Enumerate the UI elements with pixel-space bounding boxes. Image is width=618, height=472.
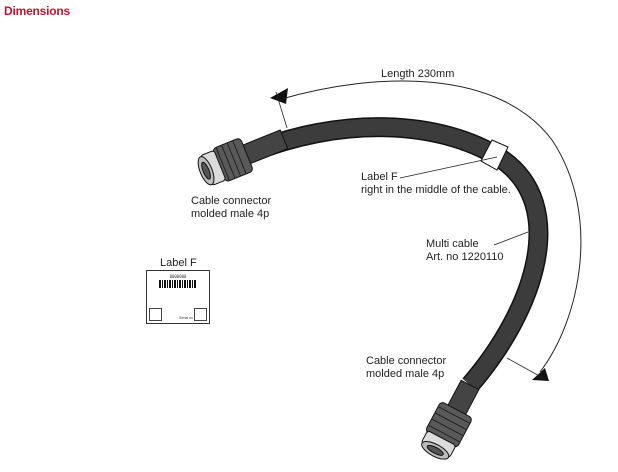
multi-cable-line1: Multi cable <box>426 238 479 250</box>
dimension-extension-bottom <box>506 357 544 379</box>
dimension-arrow-start <box>270 88 288 104</box>
label-f-note-line1: Label F <box>361 171 398 183</box>
dimension-extension-top <box>275 91 288 129</box>
top-connector-label: Cable connector molded male 4p <box>191 195 271 221</box>
length-dimension-arc <box>277 80 582 373</box>
page-heading: Dimensions <box>4 4 71 18</box>
label-f-card: 0000000 Serial no <box>146 270 210 324</box>
barcode-icon <box>159 280 197 288</box>
label-f-band <box>480 139 509 171</box>
label-card-serial: Serial no <box>179 316 193 320</box>
multi-cable-line2: Art. no 1220110 <box>426 251 504 263</box>
card-box-right <box>194 308 207 321</box>
label-f-leader <box>399 156 498 179</box>
bottom-connector <box>421 379 480 460</box>
label-card-title: Label F <box>160 257 197 269</box>
label-f-note: Label F right in the middle of the cable… <box>361 171 511 197</box>
bottom-connector-line1: Cable connector <box>366 355 447 367</box>
card-box-left <box>149 308 162 321</box>
length-label: Length 230mm <box>381 68 455 80</box>
bottom-connector-line2: molded male 4p <box>366 368 445 380</box>
bottom-connector-label: Cable connector molded male 4p <box>366 355 446 381</box>
multi-cable-label: Multi cable Art. no 1220110 <box>426 238 503 264</box>
dimension-arrow-end <box>532 368 549 381</box>
multi-cable-leader <box>493 231 529 246</box>
top-connector-line1: Cable connector <box>191 195 272 207</box>
top-connector <box>197 129 289 186</box>
label-f-note-line2: right in the middle of the cable. <box>361 184 511 196</box>
label-card-number: 0000000 <box>169 274 187 279</box>
top-connector-line2: molded male 4p <box>191 208 270 220</box>
